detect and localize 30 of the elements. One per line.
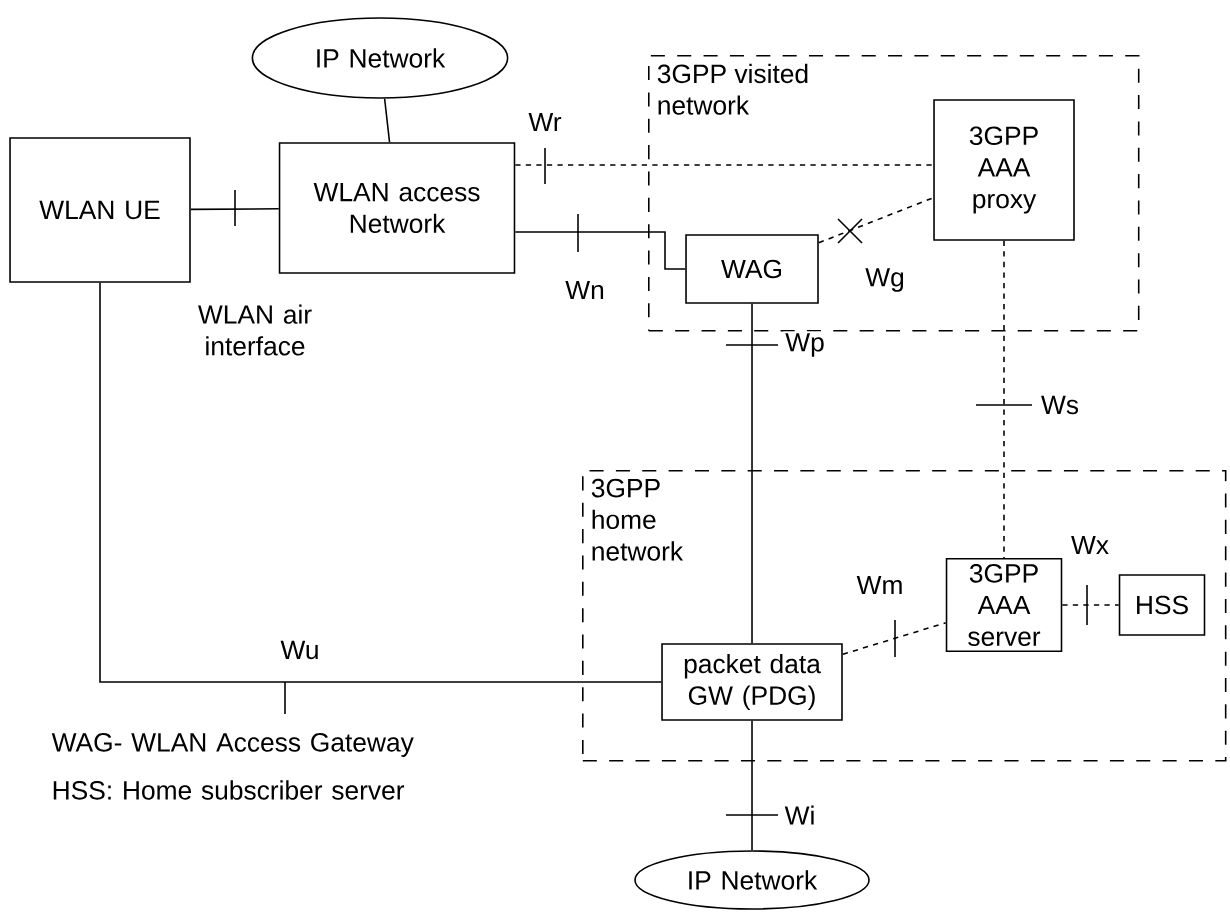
connector-line <box>818 196 934 244</box>
access-network-box: WLAN access Network <box>278 142 516 274</box>
connector-line <box>1003 240 1005 559</box>
connector-line <box>514 231 686 270</box>
proxy-box: 3GPP AAA proxy <box>933 99 1075 241</box>
interface-label: Wp <box>783 331 827 359</box>
note-text: WAG- WLAN Access Gateway <box>51 733 414 757</box>
connector-line <box>190 208 280 211</box>
connector-line <box>751 720 753 851</box>
interface-label: Wr <box>526 111 564 133</box>
note-text: WLAN air interface <box>198 304 312 356</box>
server-box: 3GPP AAA server <box>945 558 1063 653</box>
connector-line <box>842 622 947 656</box>
note-text: HSS: Home subscriber server <box>53 780 405 800</box>
interface-label: Wg <box>863 266 907 294</box>
interface-label: Wu <box>278 639 322 661</box>
interface-label: Wi <box>782 803 818 827</box>
device-box: WLAN UE <box>9 137 191 283</box>
interface-label: Wx <box>1069 534 1111 556</box>
interface-label: Wm <box>854 574 906 596</box>
connector-line <box>99 282 663 683</box>
gateway-box: packet data GW (PDG) <box>661 643 843 721</box>
gateway-box: WAG <box>685 234 819 304</box>
server-box: HSS <box>1118 574 1206 636</box>
connector-line <box>1061 604 1120 606</box>
connector-line <box>383 97 391 143</box>
interface-label: Ws <box>1039 394 1081 416</box>
connector-line <box>751 303 753 644</box>
interface-label: Wn <box>563 279 607 301</box>
connector-line <box>514 164 934 166</box>
